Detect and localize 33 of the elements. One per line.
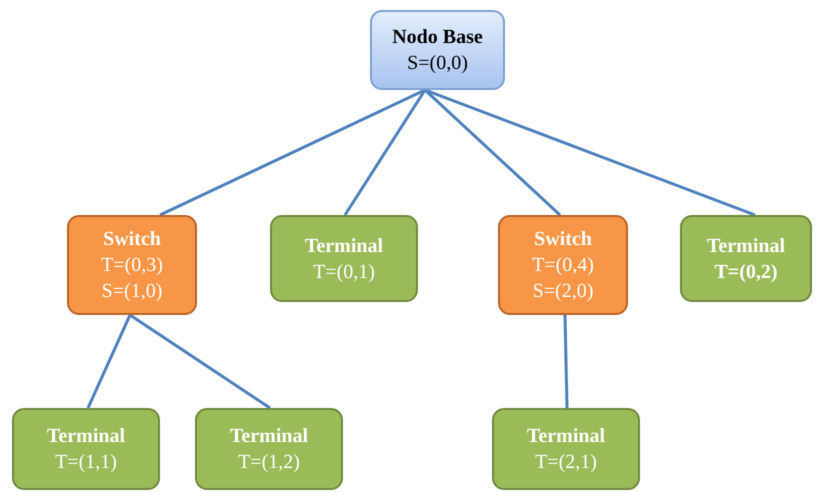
- node-title: Terminal: [526, 424, 606, 449]
- switch-box: [67, 215, 197, 315]
- root-node-box: [370, 10, 505, 90]
- node-title: Nodo Base: [392, 25, 483, 50]
- connector-line: [564, 314, 568, 408]
- node-title: Terminal: [304, 234, 384, 258]
- terminal-box: [270, 215, 418, 302]
- node-value: S=(0,0): [407, 51, 468, 76]
- node-value: T=(0,3): [101, 253, 163, 278]
- terminal-box: [680, 215, 812, 302]
- connector-line: [129, 314, 271, 410]
- node-value: T=(1,2): [238, 450, 300, 475]
- node-value: T=(1,1): [55, 450, 117, 475]
- node-value: T=(0,1): [313, 260, 375, 284]
- terminal-box: [195, 408, 343, 490]
- terminal-box: [12, 408, 160, 490]
- node-value: T=(2,1): [535, 450, 597, 475]
- node-title: Terminal: [46, 424, 126, 449]
- connector-line: [159, 88, 426, 216]
- node-value: T=(0,2): [714, 260, 778, 284]
- node-value: S=(2,0): [532, 279, 594, 304]
- node-title: Terminal: [230, 424, 308, 449]
- connector-line: [424, 88, 562, 216]
- node-value: T=(0,4): [532, 253, 594, 278]
- node-title: Switch: [103, 227, 161, 252]
- connector-line: [86, 314, 132, 409]
- terminal-box: [492, 408, 640, 490]
- node-title: Terminal: [706, 234, 786, 258]
- node-title: Switch: [534, 227, 592, 252]
- connector-line: [344, 89, 426, 216]
- connector-line: [424, 88, 756, 216]
- switch-box: [498, 215, 628, 315]
- node-value: S=(1,0): [102, 279, 162, 304]
